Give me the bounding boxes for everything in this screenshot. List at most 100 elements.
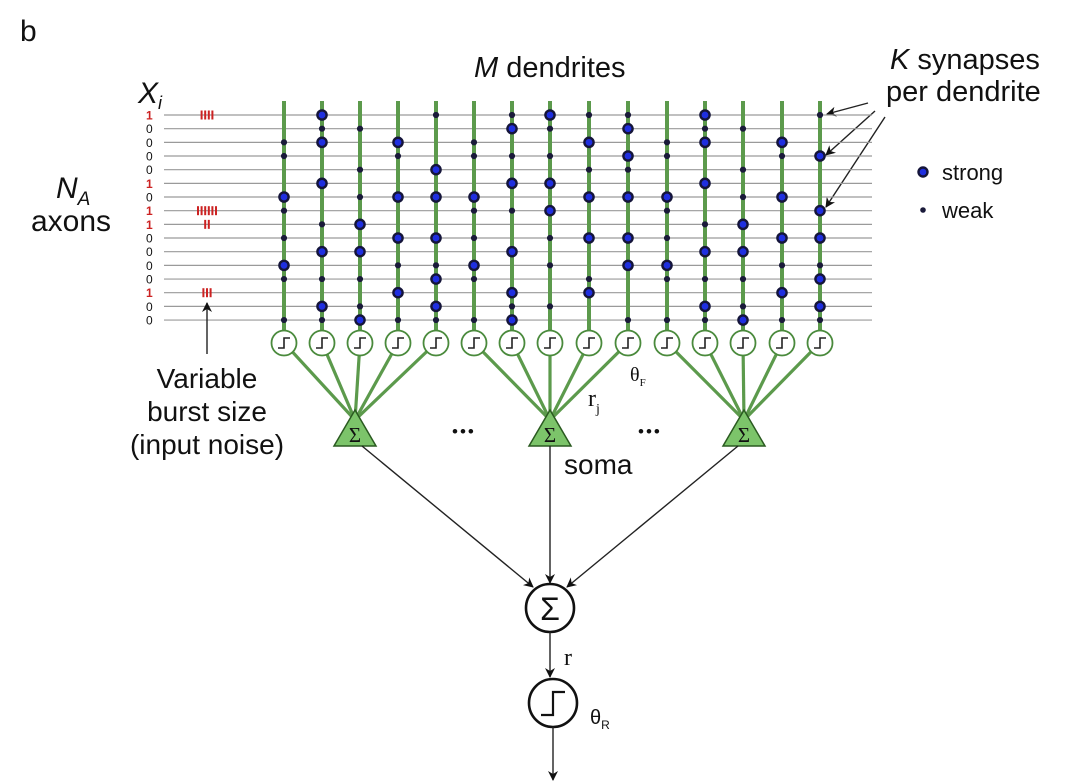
legend-strong-label: strong	[942, 160, 1003, 185]
weak-synapse	[356, 125, 364, 132]
strong-synapse	[278, 259, 290, 272]
weak-synapse	[432, 316, 440, 324]
weak-synapse	[432, 111, 440, 119]
axon-input-value: 1	[146, 218, 153, 232]
step-function-icon	[544, 337, 556, 349]
weak-synapse	[470, 316, 478, 324]
dendrite	[430, 101, 442, 331]
strong-synapse	[316, 109, 328, 121]
strong-synapse	[354, 314, 366, 326]
synapse-pointer-arrow	[825, 116, 886, 208]
strong-synapse	[699, 109, 711, 121]
axon-row: 0	[146, 232, 872, 246]
soma-sum-symbol: Σ	[544, 423, 556, 447]
strong-synapse	[316, 300, 328, 313]
axon-input-value: 0	[146, 259, 153, 273]
step-function-icon	[468, 337, 480, 349]
step-function-icon	[541, 690, 565, 717]
weak-synapse	[508, 152, 516, 160]
strong-synapse	[583, 191, 595, 203]
weak-synapse	[432, 262, 440, 269]
step-function-icon	[622, 337, 634, 349]
strong-synapse	[699, 245, 711, 258]
axon-row: 1	[146, 218, 872, 232]
strong-synapse	[316, 177, 328, 190]
weak-synapse	[546, 262, 554, 269]
axon-input-value: 0	[146, 122, 153, 136]
weak-synapse	[546, 125, 554, 132]
strong-synapse	[506, 286, 518, 299]
synapses-label-line2: per dendrite	[886, 76, 1041, 108]
axon-row: 0	[146, 163, 872, 177]
weak-synapse	[701, 221, 709, 228]
weak-synapse	[816, 262, 824, 269]
legend-strong-synapse-icon	[917, 166, 929, 178]
weak-synapse	[508, 303, 516, 310]
output-summation-node: Σ	[524, 582, 576, 634]
weak-synapse	[508, 207, 516, 214]
dendrite-to-soma-wire	[353, 353, 394, 421]
strong-synapse	[544, 204, 556, 217]
dendrite	[316, 101, 328, 331]
weak-synapse	[816, 111, 824, 119]
synapse-pointer-arrow	[825, 110, 876, 156]
dendrite-to-soma-wire	[548, 350, 621, 422]
weak-synapse	[508, 111, 516, 119]
weak-synapse	[663, 316, 671, 324]
strong-synapse	[737, 245, 749, 258]
weak-synapse	[739, 125, 747, 132]
weak-synapse	[470, 139, 478, 146]
dendritic-threshold-unit	[742, 329, 834, 422]
x-input-label: Xi	[137, 77, 163, 113]
weak-synapse	[663, 139, 671, 146]
strong-synapse	[776, 286, 788, 299]
axon-input-value: 0	[146, 191, 153, 205]
strong-synapse	[354, 218, 366, 231]
strong-synapse	[430, 191, 442, 203]
weak-synapse	[470, 207, 478, 214]
strong-synapse	[278, 191, 290, 203]
dendrite	[544, 101, 556, 331]
strong-synapse	[814, 232, 826, 244]
dendritic-threshold-unit	[536, 329, 564, 420]
dendritic-threshold-unit	[353, 329, 412, 421]
soma-3: Σ	[721, 408, 767, 447]
weak-synapse	[663, 152, 671, 160]
step-function-icon	[430, 337, 442, 349]
axon-row: 0	[146, 136, 872, 150]
dendrite	[354, 101, 366, 331]
strong-synapse	[583, 136, 595, 149]
weak-synapse	[356, 166, 364, 173]
step-function-icon	[278, 337, 290, 349]
weak-synapse	[585, 275, 593, 283]
legend-weak-synapse-icon	[920, 207, 926, 213]
strong-synapse	[544, 109, 556, 121]
strong-synapse	[737, 314, 749, 326]
weak-synapse	[778, 152, 786, 160]
strong-synapse	[544, 177, 556, 190]
dendritic-threshold-unit	[270, 329, 357, 422]
axon-input-value: 1	[146, 204, 153, 218]
soma3-to-sum-arrow	[566, 445, 739, 588]
axon-input-value: 1	[146, 177, 153, 191]
axon-input-value: 1	[146, 286, 153, 300]
strong-synapse	[392, 191, 404, 203]
weak-synapse	[318, 316, 326, 324]
dendrite-to-soma-wire	[353, 350, 428, 422]
weak-synapse	[585, 111, 593, 119]
axon-input-value: 0	[146, 245, 153, 259]
strong-synapse	[506, 122, 518, 135]
soma-2: Σ	[527, 408, 573, 447]
axon-input-value: 1	[146, 109, 153, 123]
weak-synapse	[318, 275, 326, 283]
weak-synapse	[394, 262, 402, 269]
noise-label-line3: (input noise)	[130, 429, 284, 460]
weak-synapse	[739, 303, 747, 310]
weak-synapse	[663, 207, 671, 214]
weak-synapse	[356, 303, 364, 310]
strong-synapse	[430, 273, 442, 285]
ellipsis-left: •••	[452, 422, 476, 441]
strong-synapse	[661, 259, 673, 272]
dendritic-threshold-unit	[653, 329, 746, 422]
dendrite-grid	[278, 101, 826, 331]
